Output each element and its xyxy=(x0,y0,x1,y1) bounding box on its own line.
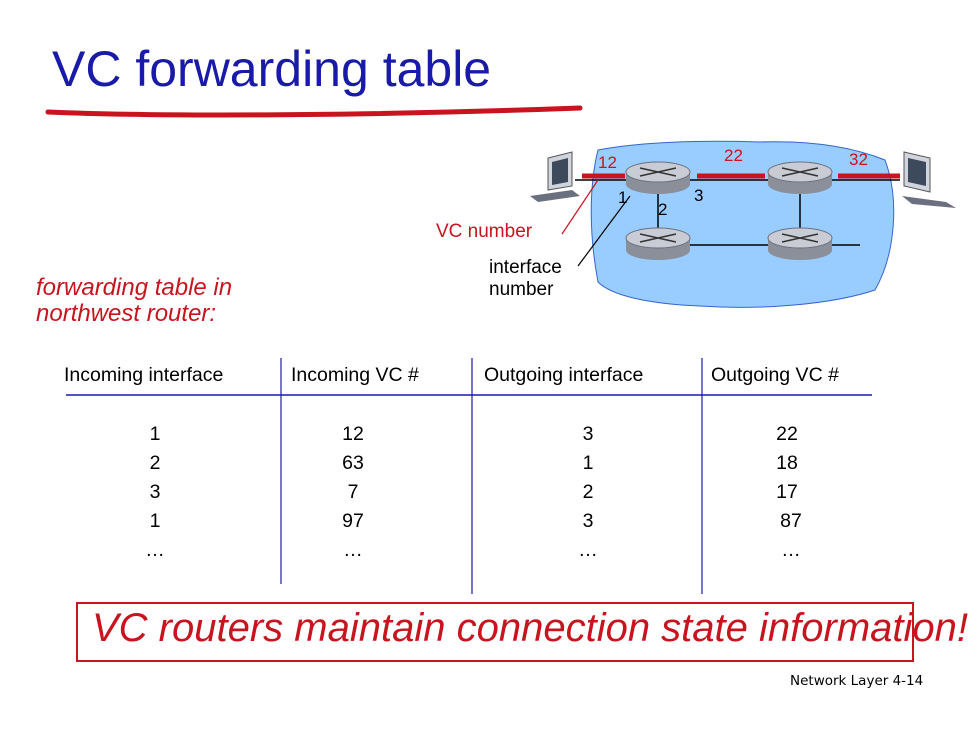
table-cell: 3 xyxy=(582,423,594,445)
table-column: 22 18 17 87 … xyxy=(762,420,812,565)
table-cell: 22 xyxy=(776,423,798,445)
table-cell: 2 xyxy=(582,481,594,503)
host-computer-icon xyxy=(902,151,956,208)
table-cell: 18 xyxy=(776,452,798,474)
table-cell: 17 xyxy=(776,481,798,503)
column-header: Incoming VC # xyxy=(291,364,419,386)
table-cell: 63 xyxy=(342,452,364,474)
router-icon xyxy=(625,161,691,194)
callout-box xyxy=(76,602,914,662)
table-cell: 1 xyxy=(582,452,594,474)
table-caption: forwarding table in northwest router: xyxy=(36,274,233,327)
table-column: 3 1 2 3 … xyxy=(563,420,613,565)
slide-footer: Network Layer 4-14 xyxy=(790,673,924,689)
router-icon xyxy=(767,161,833,194)
table-cell: … xyxy=(145,539,165,561)
table-cell: 3 xyxy=(582,510,594,532)
port-label: 1 xyxy=(618,188,628,207)
table-cell: … xyxy=(343,539,363,561)
table-cell: 2 xyxy=(149,452,161,474)
table-cell: … xyxy=(781,539,801,561)
link-label: 12 xyxy=(598,153,617,172)
link-label: 22 xyxy=(724,146,743,165)
table-cell: 87 xyxy=(780,510,802,532)
column-header: Outgoing VC # xyxy=(711,364,839,386)
table-cell: … xyxy=(578,539,598,561)
table-cell: 7 xyxy=(347,481,359,503)
interface-number-label: interface number xyxy=(489,257,562,300)
page-title: VC forwarding table xyxy=(52,41,492,97)
column-header: Outgoing interface xyxy=(484,364,644,386)
host-computer-icon xyxy=(530,151,580,202)
table-column: 1 2 3 1 … xyxy=(130,420,180,565)
port-label: 2 xyxy=(658,200,668,219)
table-cell: 1 xyxy=(149,423,161,445)
table-cell: 97 xyxy=(342,510,364,532)
table-column: 12 63 7 97 … xyxy=(328,420,378,565)
table-cell: 12 xyxy=(342,423,364,445)
router-icon xyxy=(767,227,833,260)
link-label: 32 xyxy=(849,150,868,169)
column-header: Incoming interface xyxy=(64,364,224,386)
table-cell: 3 xyxy=(149,481,161,503)
port-label: 3 xyxy=(694,186,704,205)
table-cell: 1 xyxy=(149,510,161,532)
title-underline xyxy=(45,105,583,118)
router-icon xyxy=(625,227,691,260)
vc-number-label: VC number xyxy=(436,221,533,242)
